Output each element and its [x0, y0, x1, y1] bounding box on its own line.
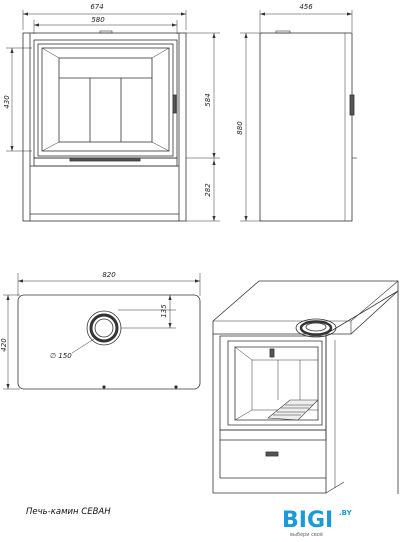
door-handle: [172, 94, 177, 114]
dim-line-glass-height: [6, 47, 32, 152]
dim-door-height: 584: [204, 93, 212, 106]
brand-name: BIGI: [282, 508, 333, 533]
brand-logo: BIGI .BY выбери своё: [282, 508, 353, 538]
side-handle: [349, 94, 355, 116]
iso-ashpan: [219, 429, 327, 441]
dim-line-overall-width: [22, 10, 187, 30]
drawing-caption: Печь-камин СЕВАН: [26, 507, 111, 517]
brand-tagline: выбери своё: [290, 532, 323, 538]
dim-line-door-width: [33, 20, 178, 34]
dim-flue-diameter: ∅ 150: [50, 352, 72, 360]
brand-suffix: .BY: [339, 509, 353, 517]
iso-view: [212, 280, 399, 494]
iso-grate: [267, 399, 319, 421]
dim-overall-width: 674: [90, 3, 103, 11]
side-view: [240, 10, 357, 222]
dim-glass-height: 430: [3, 95, 11, 109]
dim-total-height: 880: [236, 121, 244, 135]
front-view: [6, 10, 220, 222]
dim-line-door-height: [186, 32, 220, 159]
front-glass: [41, 47, 170, 152]
iso-handle: [269, 348, 275, 358]
dim-line-flue-offset: [118, 295, 176, 329]
iso-glass: [234, 346, 319, 421]
side-body: [259, 32, 353, 222]
dim-top-width: 820: [102, 271, 116, 279]
dim-line-base-height: [186, 158, 220, 222]
top-view: [3, 273, 201, 390]
dim-line-top-depth: [3, 294, 20, 390]
dim-top-depth: 420: [0, 338, 8, 352]
top-body: [17, 294, 201, 390]
dim-base-height: 282: [204, 183, 212, 197]
dim-line-total-height: [240, 32, 262, 222]
dim-door-width: 580: [91, 16, 105, 24]
flue-collar: [86, 310, 122, 346]
iso-flue: [295, 318, 337, 338]
dim-flue-offset: 135: [160, 304, 168, 318]
dim-line-top-width: [17, 273, 201, 296]
dim-side-depth: 456: [299, 3, 313, 11]
front-body: [22, 32, 187, 222]
dim-line-side-depth: [259, 10, 353, 32]
